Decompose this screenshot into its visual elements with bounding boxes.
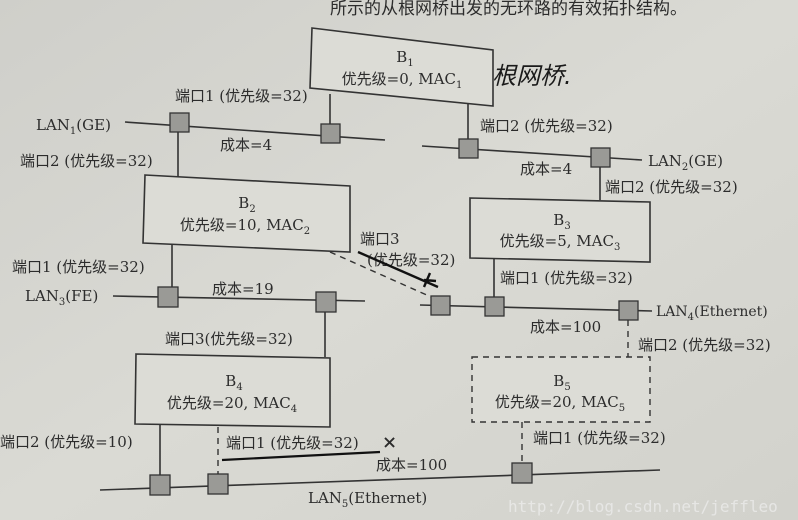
b5-port1-label: 端口1 (优先级=32) bbox=[533, 429, 666, 447]
lan3-label: LAN3(FE) bbox=[25, 287, 98, 308]
bridge-b5-name: B5 bbox=[553, 372, 570, 393]
b4-port2-label: 端口2 (优先级=10) bbox=[0, 433, 133, 451]
bridge-b1-name: B1 bbox=[396, 48, 413, 69]
b3-port2-on-lan2 bbox=[590, 147, 611, 168]
lan5-line bbox=[99, 469, 661, 491]
lan5-cost: 成本=100 bbox=[376, 456, 447, 474]
bridge-b2-name: B2 bbox=[238, 194, 255, 215]
b4-port2 bbox=[149, 474, 171, 496]
b3-port1-label: 端口1 (优先级=32) bbox=[500, 269, 633, 287]
handwritten-x-mark: × bbox=[382, 432, 397, 453]
b5-port1 bbox=[511, 462, 533, 484]
b1-port2 bbox=[458, 138, 479, 159]
b2-port2-on-lan1 bbox=[169, 112, 190, 133]
lan1-label: LAN1(GE) bbox=[36, 116, 111, 137]
lan2-cost: 成本=4 bbox=[520, 160, 572, 178]
b3-port1 bbox=[484, 296, 505, 317]
lan5-label: LAN5(Ethernet) bbox=[308, 489, 427, 510]
handwritten-strike-mark bbox=[357, 250, 439, 289]
b4-port3-label: 端口3(优先级=32) bbox=[165, 330, 293, 348]
bridge-b3: B3 优先级=5, MAC3 bbox=[469, 197, 651, 263]
lan4-line bbox=[419, 304, 653, 312]
bridge-b1: B1 优先级=0, MAC1 bbox=[309, 27, 494, 107]
bridge-b4-name: B4 bbox=[225, 372, 242, 393]
b1-port1 bbox=[320, 123, 341, 144]
lan4-cost: 成本=100 bbox=[530, 318, 601, 336]
b1-port1-label: 端口1 (优先级=32) bbox=[175, 87, 308, 105]
lan3-cost: 成本=19 bbox=[212, 280, 274, 298]
caption-text: 所示的从根网桥出发的无环路的有效拓扑结构。 bbox=[330, 0, 687, 19]
b4-port3-on-lan3 bbox=[315, 291, 337, 313]
b2-port3-priority: (优先级=32) bbox=[367, 251, 455, 269]
b2-port3-blocked-link bbox=[329, 251, 439, 301]
bridge-b5: B5 优先级=20, MAC5 bbox=[471, 356, 651, 423]
lan1-line bbox=[124, 121, 386, 141]
b3-port2-label: 端口2 (优先级=32) bbox=[605, 178, 738, 196]
handwritten-underline bbox=[221, 450, 381, 462]
b4-port1-label: 端口1 (优先级=32) bbox=[226, 434, 359, 452]
bridge-b5-priority: 优先级=20, MAC5 bbox=[495, 393, 625, 414]
b4-port1 bbox=[207, 473, 229, 495]
lan1-cost: 成本=4 bbox=[220, 136, 272, 154]
b5-port2-label: 端口2 (优先级=32) bbox=[638, 336, 771, 354]
b2-port3 bbox=[430, 295, 451, 316]
watermark: http://blog.csdn.net/jeffleo bbox=[508, 497, 778, 516]
lan2-label: LAN2(GE) bbox=[648, 152, 723, 173]
b1-port2-label: 端口2 (优先级=32) bbox=[480, 117, 613, 135]
b2-port3-label: 端口3 bbox=[360, 230, 400, 248]
handwritten-root-note: 根网桥. bbox=[492, 62, 572, 90]
bridge-b3-name: B3 bbox=[553, 211, 570, 232]
bridge-b1-priority: 优先级=0, MAC1 bbox=[342, 70, 463, 91]
b5-port2 bbox=[618, 300, 639, 321]
lan4-label: LAN4(Ethernet) bbox=[656, 304, 768, 323]
b2-port2-label: 端口2 (优先级=32) bbox=[20, 152, 153, 170]
bridge-b2: B2 优先级=10, MAC2 bbox=[142, 174, 351, 253]
b2-port1 bbox=[157, 286, 179, 308]
bridge-b4-priority: 优先级=20, MAC4 bbox=[167, 394, 297, 415]
b2-port1-label: 端口1 (优先级=32) bbox=[12, 258, 145, 276]
bridge-b3-priority: 优先级=5, MAC3 bbox=[500, 232, 621, 253]
bridge-b4: B4 优先级=20, MAC4 bbox=[134, 353, 331, 428]
bridge-b2-priority: 优先级=10, MAC2 bbox=[180, 216, 310, 237]
